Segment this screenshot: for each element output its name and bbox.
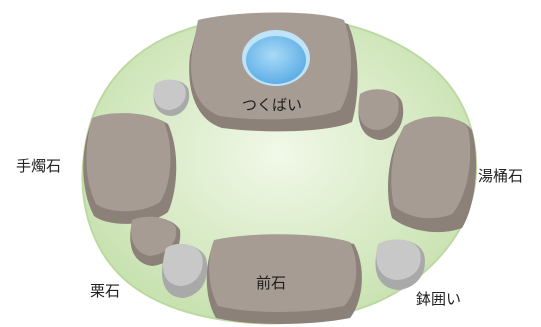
- label-tsukubai: つくばい: [242, 96, 303, 114]
- small-stone-top-right: [358, 89, 404, 140]
- hachigakoi-stone: [375, 239, 425, 290]
- yuokeishi-stone: [388, 116, 477, 233]
- label-maeishi: 前石: [256, 274, 287, 292]
- label-kuriishi: 栗石: [90, 282, 121, 300]
- kuriishi-stone: [162, 243, 208, 298]
- label-yuokeishi: 湯桶石: [478, 167, 524, 185]
- label-hachigakoi: 鉢囲い: [416, 290, 462, 308]
- label-teshokuishi: 手燭石: [16, 157, 62, 175]
- maeishi-stone: [206, 234, 362, 324]
- teshokuishi-stone: [83, 113, 177, 224]
- small-stone-top-left: [153, 79, 190, 116]
- tsukubai-stone: [189, 12, 358, 132]
